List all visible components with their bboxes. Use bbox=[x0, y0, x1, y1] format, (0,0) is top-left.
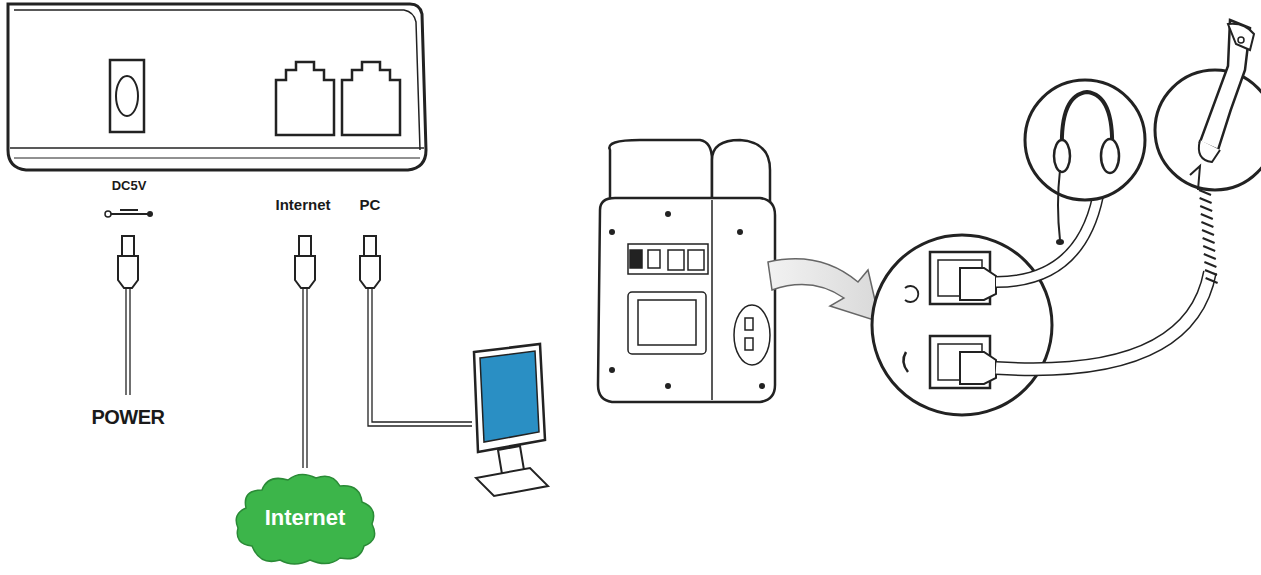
port-label: Internet bbox=[275, 196, 330, 213]
coil-stroke bbox=[1201, 214, 1213, 219]
port-label: PC bbox=[360, 196, 381, 213]
coil-stroke bbox=[1203, 238, 1215, 243]
cloud-text: Internet bbox=[265, 505, 346, 531]
coil-stroke bbox=[1204, 254, 1216, 259]
coil-stroke bbox=[1203, 246, 1215, 251]
cable-label: POWER bbox=[91, 406, 164, 429]
coil-stroke bbox=[1200, 206, 1212, 211]
coil-stroke bbox=[1201, 222, 1213, 227]
port-label: DC5V bbox=[112, 178, 147, 193]
coil-stroke bbox=[1205, 270, 1217, 275]
coil-stroke bbox=[1202, 230, 1214, 235]
coil-stroke bbox=[1206, 278, 1218, 283]
coil-stroke bbox=[1204, 262, 1216, 267]
coil-stroke bbox=[1200, 198, 1212, 203]
cloud-outline bbox=[236, 474, 374, 564]
internet-cloud: Internet bbox=[230, 468, 380, 568]
